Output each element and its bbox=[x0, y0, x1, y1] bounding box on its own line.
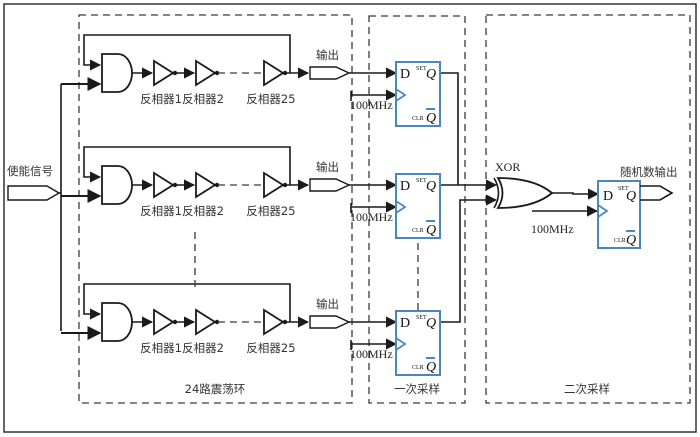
first-sampling-group-label: 一次采样 bbox=[394, 382, 440, 396]
and-gate bbox=[101, 165, 133, 205]
oscillator-output-port bbox=[309, 178, 351, 192]
svg-text:Q: Q bbox=[426, 360, 436, 375]
inverter-label: 反相器25 bbox=[246, 204, 295, 218]
svg-text:D: D bbox=[400, 67, 410, 82]
svg-text:SET: SET bbox=[416, 315, 427, 321]
inverter bbox=[153, 59, 175, 87]
oscillator-output-label: 输出 bbox=[316, 48, 339, 62]
inverter-label: 反相器2 bbox=[182, 341, 224, 355]
svg-text:CLR: CLR bbox=[614, 238, 626, 244]
inverter bbox=[153, 308, 175, 336]
svg-text:SET: SET bbox=[416, 66, 427, 72]
inverter bbox=[195, 59, 217, 87]
inverter bbox=[195, 308, 217, 336]
ff3-q-wire bbox=[441, 194, 498, 323]
feedback-wire bbox=[83, 283, 291, 322]
second-sampling-flipflop: D SET Q CLR Q bbox=[597, 180, 641, 249]
enable-signal-port bbox=[7, 185, 61, 201]
inverter bbox=[195, 171, 217, 199]
ff1-q-wire bbox=[441, 72, 459, 185]
svg-text:CLR: CLR bbox=[412, 116, 424, 122]
svg-text:Q: Q bbox=[426, 316, 436, 331]
inverter bbox=[263, 59, 285, 87]
ring-oscillator-group-label: 24路震荡环 bbox=[185, 382, 246, 396]
svg-text:CLR: CLR bbox=[412, 228, 424, 234]
oscillator-output-label: 输出 bbox=[316, 160, 339, 174]
svg-text:D: D bbox=[400, 179, 410, 194]
inverter bbox=[263, 171, 285, 199]
inverter-label: 反相器1 bbox=[140, 204, 182, 218]
and-gate bbox=[101, 302, 133, 342]
svg-text:SET: SET bbox=[618, 186, 629, 192]
random-output-label: 随机数输出 bbox=[620, 165, 678, 179]
svg-text:Q: Q bbox=[626, 189, 636, 204]
xor-gate bbox=[493, 177, 554, 209]
svg-text:Q: Q bbox=[426, 179, 436, 194]
svg-text:Q: Q bbox=[426, 223, 436, 238]
inverter bbox=[263, 308, 285, 336]
svg-text:Q: Q bbox=[626, 233, 636, 248]
and-gate bbox=[101, 53, 133, 93]
feedback-wire bbox=[83, 146, 291, 185]
xor-out-wire bbox=[552, 188, 600, 200]
inverter-label: 反相器2 bbox=[182, 92, 224, 106]
first-sampling-group-box bbox=[368, 15, 466, 404]
xor-label: XOR bbox=[495, 160, 520, 174]
svg-text:Q: Q bbox=[426, 111, 436, 126]
inverter-label: 反相器1 bbox=[140, 341, 182, 355]
svg-text:D: D bbox=[400, 316, 410, 331]
inverter-label: 反相器1 bbox=[140, 92, 182, 106]
random-output-port bbox=[640, 185, 674, 201]
inverter-label: 反相器25 bbox=[246, 341, 295, 355]
second-sampling-group-label: 二次采样 bbox=[564, 382, 610, 396]
inverter-label: 反相器2 bbox=[182, 204, 224, 218]
outer-frame bbox=[3, 3, 697, 433]
first-clock-label: 100MHz bbox=[350, 98, 393, 112]
second-sampling-group-box bbox=[485, 14, 691, 404]
oscillator-output-port bbox=[309, 315, 351, 329]
svg-text:CLR: CLR bbox=[412, 365, 424, 371]
oscillator-output-port bbox=[309, 66, 351, 80]
inverter-label: 反相器25 bbox=[246, 92, 295, 106]
enable-signal-label: 使能信号 bbox=[7, 164, 53, 178]
first-clock-label: 100MHz bbox=[350, 347, 393, 361]
feedback-wire bbox=[83, 34, 291, 73]
inverter bbox=[153, 171, 175, 199]
svg-text:Q: Q bbox=[426, 67, 436, 82]
svg-text:D: D bbox=[603, 189, 613, 204]
oscillator-output-label: 输出 bbox=[316, 297, 339, 311]
first-clock-label: 100MHz bbox=[350, 210, 393, 224]
ring-oscillator-group-box bbox=[78, 14, 353, 404]
second-clock-label: 100MHz bbox=[531, 222, 574, 236]
svg-text:SET: SET bbox=[416, 178, 427, 184]
